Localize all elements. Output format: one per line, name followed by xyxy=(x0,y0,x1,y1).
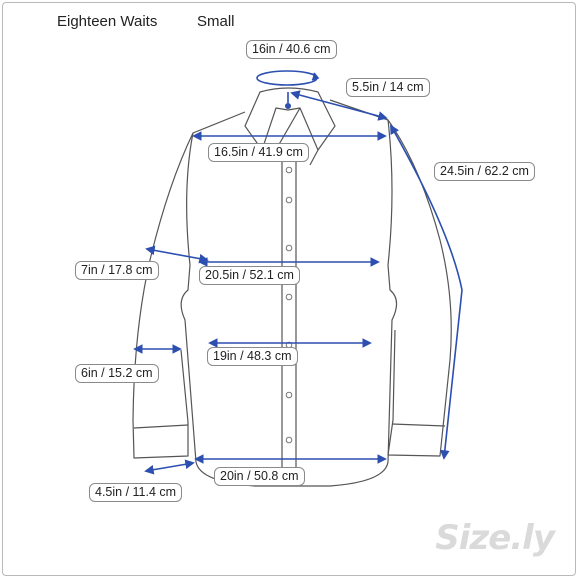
neck-label: 16in / 40.6 cm xyxy=(246,40,337,59)
brand-name: Eighteen Waits xyxy=(57,13,158,30)
cuff-label: 4.5in / 11.4 cm xyxy=(89,483,183,502)
collar xyxy=(244,87,336,151)
chart-frame xyxy=(2,2,576,576)
bicep-arrow xyxy=(145,245,209,264)
bicep-label: 7in / 17.8 cm xyxy=(75,261,159,280)
placket xyxy=(281,160,297,486)
waist-label: 19in / 48.3 cm xyxy=(207,347,298,366)
cuff-arrow xyxy=(144,459,195,475)
neck-arrow xyxy=(256,70,318,86)
size-label: Small xyxy=(197,13,235,30)
sleeve-arrow xyxy=(390,124,463,460)
right-cuff xyxy=(391,423,446,427)
hem-label: 20in / 50.8 cm xyxy=(214,467,305,486)
forearm-label: 6in / 15.2 cm xyxy=(75,364,159,383)
button xyxy=(285,391,293,399)
left-cuff xyxy=(133,424,189,429)
sleeve-length-label: 24.5in / 62.2 cm xyxy=(434,162,535,181)
sizely-logo: Size.ly xyxy=(435,518,555,558)
button xyxy=(285,436,293,444)
measurement-arrows xyxy=(133,70,463,475)
across-shoulders-label: 16.5in / 41.9 cm xyxy=(208,143,309,162)
button xyxy=(285,244,293,252)
shoulder-arrow xyxy=(290,90,388,121)
button xyxy=(285,196,293,204)
chest-label: 20.5in / 52.1 cm xyxy=(199,266,300,285)
buttons xyxy=(285,166,301,486)
button xyxy=(285,293,293,301)
shoulder-label: 5.5in / 14 cm xyxy=(346,78,430,97)
button xyxy=(285,166,293,174)
